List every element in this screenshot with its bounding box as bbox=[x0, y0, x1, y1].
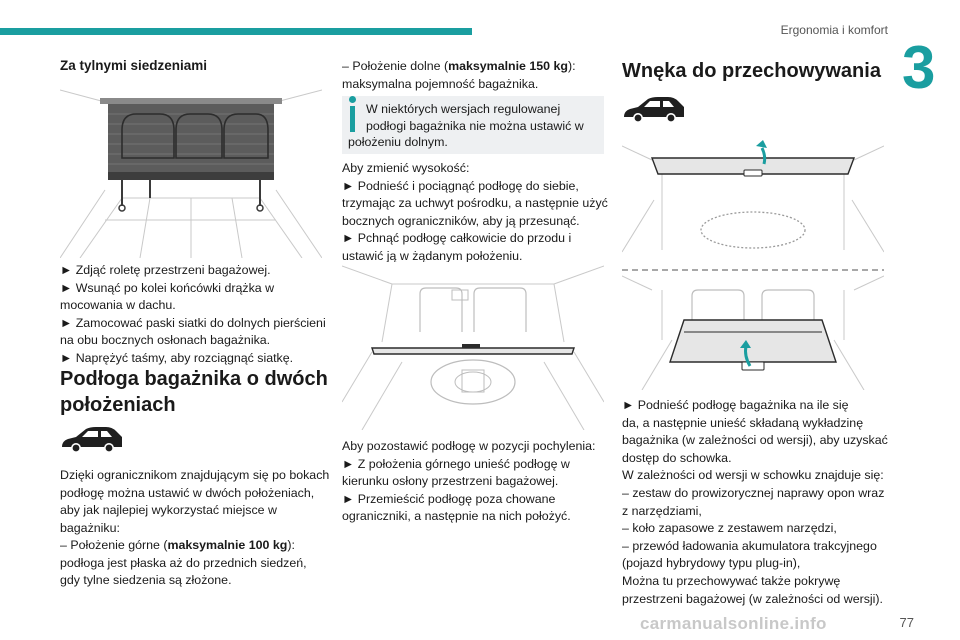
intro-line: bagażniku: bbox=[60, 520, 120, 535]
intro-line: aby jak najlepiej wykorzystać miejsce w bbox=[60, 503, 277, 518]
step-line: ► Zamocować paski siatki do dolnych pier… bbox=[60, 315, 326, 330]
incline-steps: Aby pozostawić podłogę w pozycji pochyle… bbox=[342, 438, 612, 526]
heading-line-2: położeniach bbox=[60, 394, 176, 416]
info-icon-bar bbox=[350, 106, 355, 132]
trunk-floor-illustration bbox=[342, 262, 604, 430]
text-line: – zestaw do prowizorycznej naprawy opon … bbox=[622, 485, 885, 500]
page-number: 77 bbox=[899, 615, 914, 630]
upper-position: – Położenie górne (maksymalnie 100 kg): … bbox=[60, 538, 307, 588]
step-line: ► Zdjąć roletę przestrzeni bagażowej. bbox=[60, 263, 271, 277]
text-line: da, a następnie unieść składaną wykładzi… bbox=[622, 415, 864, 430]
header-accent-bar bbox=[0, 28, 472, 35]
text-line: Można tu przechowywać także pokrywę bbox=[622, 573, 841, 588]
text-line: ► Podnieść podłogę bagażnika na ile się bbox=[622, 398, 849, 412]
step-line: ► Z położenia górnego unieść podłogę w bbox=[342, 456, 570, 471]
cargo-net-illustration bbox=[60, 80, 322, 258]
text-line: – koło zapasowe z zestawem narzędzi, bbox=[622, 521, 837, 536]
watermark: carmanualsonline.info bbox=[640, 614, 827, 633]
step-line: ► Przemieścić podłogę poza chowane bbox=[342, 491, 556, 506]
text-line: (pojazd hybrydowy typu plug-in), bbox=[622, 556, 801, 571]
storage-well-illustration bbox=[622, 140, 884, 390]
step-line: Aby zmienić wysokość: bbox=[342, 161, 470, 175]
text-line: dostęp do schowka. bbox=[622, 450, 732, 465]
suv-car-icon bbox=[624, 97, 684, 123]
text-line: bagażnika (w zależności od wersji), aby … bbox=[622, 433, 888, 448]
step-line: ► Naprężyć taśmy, aby rozciągnąć siatkę. bbox=[60, 350, 294, 365]
step-line: Aby pozostawić podłogę w pozycji pochyle… bbox=[342, 439, 596, 453]
intro-line: podłogę można ustawić w dwóch położeniac… bbox=[60, 485, 315, 500]
step-line: bocznych ograniczników, aby ją przesunąć… bbox=[342, 213, 580, 228]
behind-seats-steps: ► Zdjąć roletę przestrzeni bagażowej. ► W… bbox=[60, 262, 330, 368]
note-last-line: położeniu dolnym. bbox=[348, 135, 448, 149]
step-line: ograniczniki, a następnie na nich położy… bbox=[342, 509, 571, 524]
heading-two-position-floor: Podłoga bagażnika o dwóch położeniach bbox=[60, 366, 328, 418]
text-line: – przewód ładowania akumulatora trakcyjn… bbox=[622, 538, 877, 553]
section-title: Ergonomia i komfort bbox=[780, 23, 888, 37]
step-line: mocowania w dachu. bbox=[60, 298, 176, 313]
intro-line: Dzięki ogranicznikom znajdującym się po … bbox=[60, 468, 330, 482]
two-position-intro: Dzięki ogranicznikom znajdującym się po … bbox=[60, 467, 330, 537]
info-icon bbox=[349, 96, 356, 103]
heading-line-1: Podłoga bagażnika o dwóch bbox=[60, 368, 328, 390]
text-line: przestrzeni bagażowej (w zależności od w… bbox=[622, 591, 883, 606]
text-line: z narzędziami, bbox=[622, 503, 702, 518]
step-line: na obu bocznych osłonach bagażnika. bbox=[60, 333, 271, 348]
lower-position: – Położenie dolne (maksymalnie 150 kg): … bbox=[342, 59, 576, 91]
step-line: ustawić ją w żądanym położeniu. bbox=[342, 248, 523, 263]
chapter-number: 3 bbox=[902, 34, 936, 101]
heading-storage-well: Wnęka do przechowywania bbox=[622, 60, 881, 82]
step-line: ► Podnieść i pociągnąć podłogę do siebie… bbox=[342, 178, 579, 193]
text-line: W zależności od wersji w schowku znajduj… bbox=[622, 468, 884, 483]
step-line: kierunku osłony przestrzeni bagażowej. bbox=[342, 474, 559, 489]
heading-behind-seats: Za tylnymi siedzeniami bbox=[60, 58, 208, 73]
storage-well-text: ► Podnieść podłogę bagażnika na ile się d… bbox=[622, 397, 902, 608]
step-line: ► Pchnąć podłogę całkowicie do przodu i bbox=[342, 231, 572, 246]
change-height-steps: Aby zmienić wysokość: ► Podnieść i pociąg… bbox=[342, 160, 612, 266]
suv-car-icon bbox=[62, 427, 122, 453]
info-note: W niektórych wersjach regulowanej podłog… bbox=[342, 96, 604, 154]
step-line: ► Wsunąć po kolei końcówki drążka w bbox=[60, 280, 275, 295]
step-line: trzymając za uchwyt pośrodku, a następni… bbox=[342, 196, 608, 211]
